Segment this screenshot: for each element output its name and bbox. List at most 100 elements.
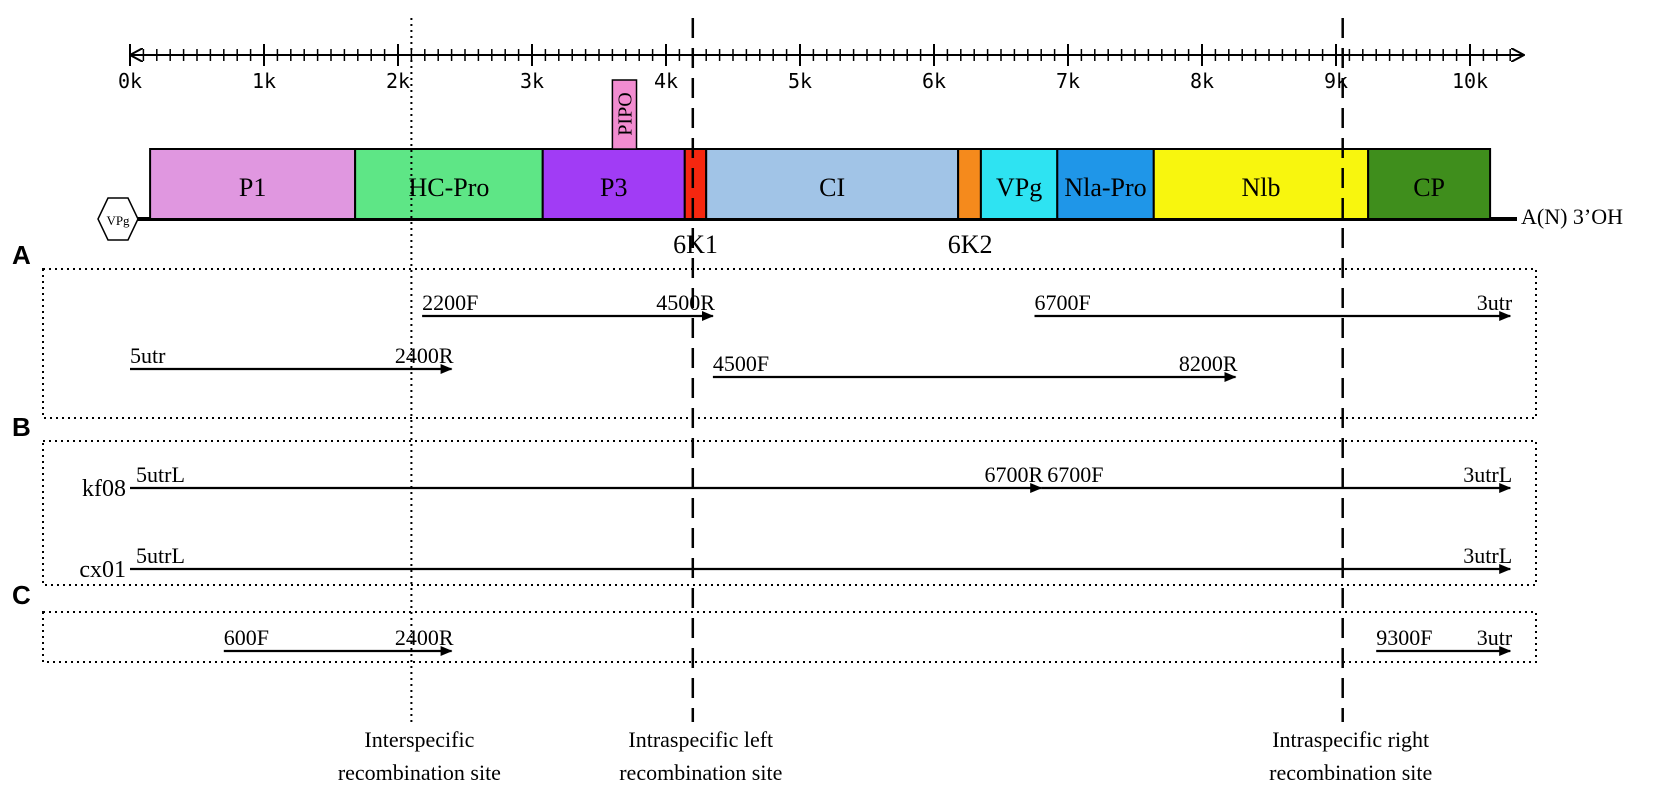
panel-a-letter: A xyxy=(12,240,31,270)
panel-c-frame xyxy=(42,611,1537,663)
forward-primer-label: 600F xyxy=(224,625,269,650)
panel-b-frame xyxy=(42,440,1537,586)
vpg-cap-label: VPg xyxy=(106,213,130,228)
recombination-site-label-line2: recombination site xyxy=(1269,760,1432,785)
forward-primer-label: 6700F xyxy=(1035,290,1091,315)
gene-label: CP xyxy=(1413,173,1445,202)
scale-tick-label: 5k xyxy=(788,69,812,93)
gene-box: VPg xyxy=(979,148,1059,220)
pipo-label: PIPO xyxy=(614,92,636,135)
panel-c: C 600F 2400R 9300F 3utr xyxy=(12,580,1537,663)
gene-box xyxy=(683,148,708,220)
vpg-cap: VPg xyxy=(97,197,139,241)
scale-tick-label: 6k xyxy=(922,69,946,93)
panel-c-arrows: 600F 2400R 9300F 3utr xyxy=(223,625,1513,656)
reverse-primer-label: 3utr xyxy=(1477,290,1513,315)
gene-label: P3 xyxy=(600,173,627,202)
scale-tick-label: 10k xyxy=(1452,69,1488,93)
reverse-primer-label: 3utrL xyxy=(1463,543,1512,568)
reverse-primer-label: 2400R xyxy=(395,625,454,650)
gene-box-rect xyxy=(541,148,686,220)
forward-primer-label: 5utr xyxy=(130,343,166,368)
gene-box-rect xyxy=(354,148,544,220)
pipo-box: PIPO xyxy=(611,79,638,150)
gene-box-rect xyxy=(149,148,357,220)
panel-a-frame xyxy=(42,268,1537,419)
primer-amplicon: 600F 2400R xyxy=(223,625,454,656)
pipo-rect xyxy=(611,79,638,150)
panel-c-letter: C xyxy=(12,580,31,610)
poly-a-tail-label: A(N) 3’OH xyxy=(1521,204,1623,229)
reverse-primer-label: 2400R xyxy=(395,343,454,368)
gene-box: Nlb xyxy=(1152,148,1370,220)
primer-amplicon: 5utrL 6700R xyxy=(130,462,1044,493)
gene-box: P1 xyxy=(149,148,357,220)
recombination-site: Intraspecific right recombination site xyxy=(1269,18,1432,785)
recombination-site: Interspecific recombination site xyxy=(338,18,501,785)
scale-tick-labels: 0k 1k 2k 3k 4k 5k 6k 7k 8k 9k 10k xyxy=(118,69,1488,93)
forward-primer-label: 4500F xyxy=(713,351,769,376)
scale-tick-label: 4k xyxy=(654,69,678,93)
isolate-label: cx01 xyxy=(79,557,126,583)
primer-amplicon: 5utr 2400R xyxy=(130,343,454,374)
scale-tick-label: 9k xyxy=(1324,69,1348,93)
forward-primer-label: 5utrL xyxy=(136,462,185,487)
gene-box: HC-Pro xyxy=(354,148,544,220)
scale-tick-label: 7k xyxy=(1056,69,1080,93)
recombination-site-label-line1: Intraspecific left xyxy=(628,727,773,752)
scale-bar: 0k 1k 2k 3k 4k 5k 6k 7k 8k 9k 10k xyxy=(118,44,1524,93)
gene-label: VPg xyxy=(996,173,1042,202)
gene-box-rect xyxy=(683,148,708,220)
reverse-primer-label: 8200R xyxy=(1179,351,1238,376)
small-protein-label: 6K2 xyxy=(948,230,993,259)
gene-box xyxy=(957,148,982,220)
small-protein-label: 6K1 xyxy=(673,230,718,259)
scale-ticks xyxy=(129,44,1511,66)
gene-box: CI xyxy=(705,148,960,220)
recombination-site-label-line1: Interspecific xyxy=(364,727,474,752)
scale-tick-label: 0k xyxy=(118,69,142,93)
scale-tick-label: 2k xyxy=(386,69,410,93)
genome-map: VPg P1 HC-Pro P3 CI VPg Nla-Pro Nlb CP PIPO 6K1… xyxy=(97,79,1623,259)
gene-box-rect xyxy=(705,148,960,220)
gene-box-rect xyxy=(957,148,982,220)
gene-label: P1 xyxy=(239,173,266,202)
forward-primer-label: 9300F xyxy=(1376,625,1432,650)
gene-box-rect xyxy=(1367,148,1492,220)
recombination-site-label-line2: recombination site xyxy=(619,760,782,785)
forward-primer-label: 2200F xyxy=(422,290,478,315)
scale-tick-label: 8k xyxy=(1190,69,1214,93)
small-protein-labels: 6K1 6K2 xyxy=(673,230,992,259)
gene-label: HC-Pro xyxy=(408,173,489,202)
reverse-primer-label: 3utr xyxy=(1477,625,1513,650)
gene-boxes: P1 HC-Pro P3 CI VPg Nla-Pro Nlb CP xyxy=(149,148,1492,220)
gene-label: CI xyxy=(819,173,845,202)
gene-box-rect xyxy=(1152,148,1370,220)
reverse-primer-label: 6700R xyxy=(985,462,1044,487)
gene-label: Nla-Pro xyxy=(1064,173,1146,202)
forward-primer-label: 5utrL xyxy=(136,543,185,568)
gene-box: P3 xyxy=(541,148,686,220)
recombination-site: Intraspecific left recombination site xyxy=(619,18,782,785)
gene-box: Nla-Pro xyxy=(1056,148,1155,220)
reverse-primer-label: 3utrL xyxy=(1463,462,1512,487)
primer-amplicon: 6700F 3utr xyxy=(1034,290,1513,321)
scale-tick-label: 3k xyxy=(520,69,544,93)
gene-label: Nlb xyxy=(1241,173,1280,202)
primer-amplicon: 5utrL 3utrL xyxy=(130,543,1512,574)
panel-b-letter: B xyxy=(12,412,31,442)
primer-amplicon: 4500F 8200R xyxy=(712,351,1238,382)
recombination-site-label-line2: recombination site xyxy=(338,760,501,785)
isolate-label: kf08 xyxy=(82,476,126,502)
recombination-site-label-line1: Intraspecific right xyxy=(1272,727,1429,752)
primer-amplicon: 9300F 3utr xyxy=(1376,625,1513,656)
scale-tick-label: 1k xyxy=(252,69,276,93)
